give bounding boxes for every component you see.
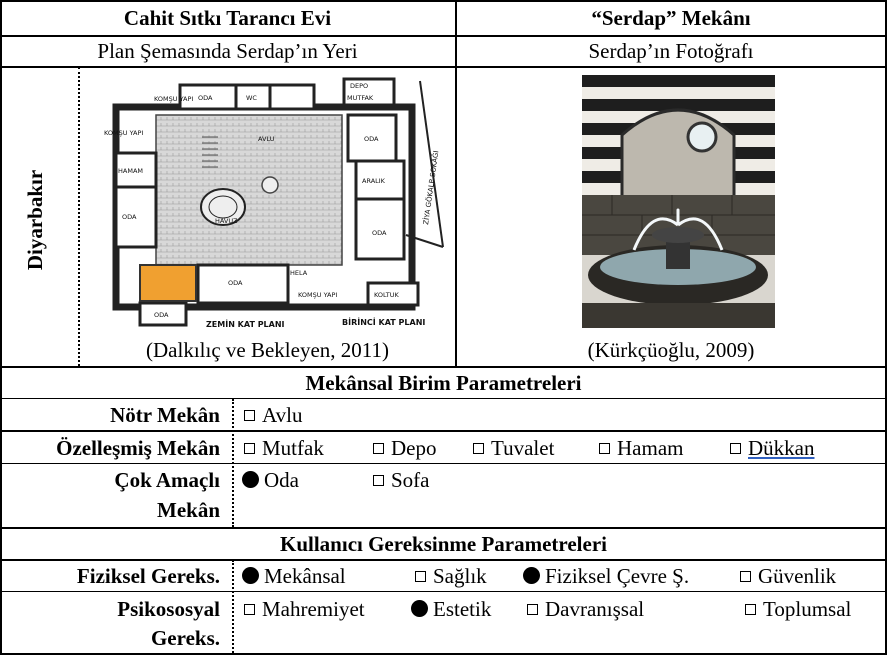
option-hamam[interactable]: Hamam [599,436,683,460]
row-psikososyal-label-1: Psikososyal [117,597,220,621]
rule [232,560,234,653]
checkbox-empty-icon [244,443,255,454]
option-depo[interactable]: Depo [373,436,437,460]
rule [0,559,887,561]
option-mekansal[interactable]: Mekânsal [242,564,346,588]
svg-text:KOMŞU YAPI: KOMŞU YAPI [104,129,143,137]
caption-left: (Dalkılıç ve Bekleyen, 2011) [146,338,389,362]
filled-circle-icon [523,567,540,584]
checkbox-empty-icon [745,604,756,615]
header-right-subtitle: Serdap’ın Fotoğrafı [588,39,754,63]
checkbox-empty-icon [473,443,484,454]
svg-text:ODA: ODA [198,94,213,102]
row-cok-label-1: Çok Amaçlı [114,468,220,492]
checkbox-empty-icon [730,443,741,454]
option-mutfak[interactable]: Mutfak [244,436,324,460]
svg-text:ODA: ODA [228,279,243,287]
option-oda[interactable]: Oda [242,468,299,492]
option-dukkan[interactable]: Dükkan [730,436,815,460]
header-right-title: “Serdap” Mekânı [591,6,751,30]
svg-text:ZEMİN KAT PLANI: ZEMİN KAT PLANI [206,319,285,329]
filled-circle-icon [242,471,259,488]
svg-text:KOLTUK: KOLTUK [374,291,399,299]
svg-text:ODA: ODA [364,135,379,143]
svg-text:AVLU: AVLU [258,135,275,143]
checkbox-empty-icon [527,604,538,615]
checkbox-empty-icon [415,571,426,582]
svg-text:KOMŞU YAPI: KOMŞU YAPI [154,95,193,103]
rule [78,67,80,366]
rule [0,527,887,529]
rule [455,0,457,366]
rule [232,399,234,527]
section2-title: Kullanıcı Gereksinme Parametreleri [280,532,607,556]
row-ozel-label: Özelleşmiş Mekân [56,436,220,460]
svg-text:DEPO: DEPO [350,82,368,90]
rule [0,66,887,68]
rule [0,35,887,37]
rule [885,0,887,655]
option-fiziksel-cevre[interactable]: Fiziksel Çevre Ş. [523,564,689,588]
svg-text:ARALIK: ARALIK [362,177,386,185]
rule [0,463,887,464]
svg-text:ODA: ODA [122,213,137,221]
option-avlu[interactable]: Avlu [244,403,302,427]
option-estetik[interactable]: Estetik [411,597,491,621]
rule [0,0,887,2]
filled-circle-icon [411,600,428,617]
svg-text:KOMŞU YAPI: KOMŞU YAPI [298,291,337,299]
svg-text:BİRİNCİ KAT PLANI: BİRİNCİ KAT PLANI [342,317,425,327]
svg-text:HELA: HELA [290,269,308,277]
svg-text:WC: WC [246,94,257,102]
svg-text:HAVUZ: HAVUZ [215,217,238,225]
row-notr-label: Nötr Mekân [110,403,220,427]
rule [0,430,887,432]
option-saglik[interactable]: Sağlık [415,564,487,588]
checkbox-empty-icon [599,443,610,454]
header-left-subtitle: Plan Şemasında Serdap’ın Yeri [97,39,358,63]
checkbox-empty-icon [373,475,384,486]
row-fiziksel-label: Fiziksel Gereks. [76,564,220,588]
checkbox-empty-icon [244,410,255,421]
serdap-photo [582,75,775,328]
option-mahremiyet[interactable]: Mahremiyet [244,597,365,621]
serdap-highlight [139,264,197,302]
option-sofa[interactable]: Sofa [373,468,430,492]
option-toplumsal[interactable]: Toplumsal [745,597,851,621]
rule [0,398,887,399]
svg-text:ODA: ODA [372,229,387,237]
checkbox-empty-icon [373,443,384,454]
rule [0,366,887,368]
svg-text:ODA: ODA [154,311,169,319]
section1-title: Mekânsal Birim Parametreleri [305,371,582,395]
side-label: Diyarbakır [23,170,47,270]
checkbox-empty-icon [740,571,751,582]
svg-text:HAMAM: HAMAM [118,167,143,175]
floor-plan-image: KOMŞU YAPI ODA WC DEPO MUTFAK ODA KOMŞU … [104,77,444,329]
option-tuvalet[interactable]: Tuvalet [473,436,554,460]
rule [0,0,2,655]
checkbox-empty-icon [244,604,255,615]
rule [0,653,887,655]
row-psikososyal-label-2: Gereks. [150,626,220,650]
row-cok-label-2: Mekân [157,498,220,522]
option-davranissal[interactable]: Davranışsal [527,597,644,621]
side-label-text: Diyarbakır [23,170,47,270]
svg-text:MUTFAK: MUTFAK [347,94,374,102]
caption-right: (Kürkçüoğlu, 2009) [587,338,755,362]
filled-circle-icon [242,567,259,584]
header-left-title: Cahit Sıtkı Tarancı Evi [123,6,332,30]
rule [0,591,887,592]
option-guvenlik[interactable]: Güvenlik [740,564,836,588]
